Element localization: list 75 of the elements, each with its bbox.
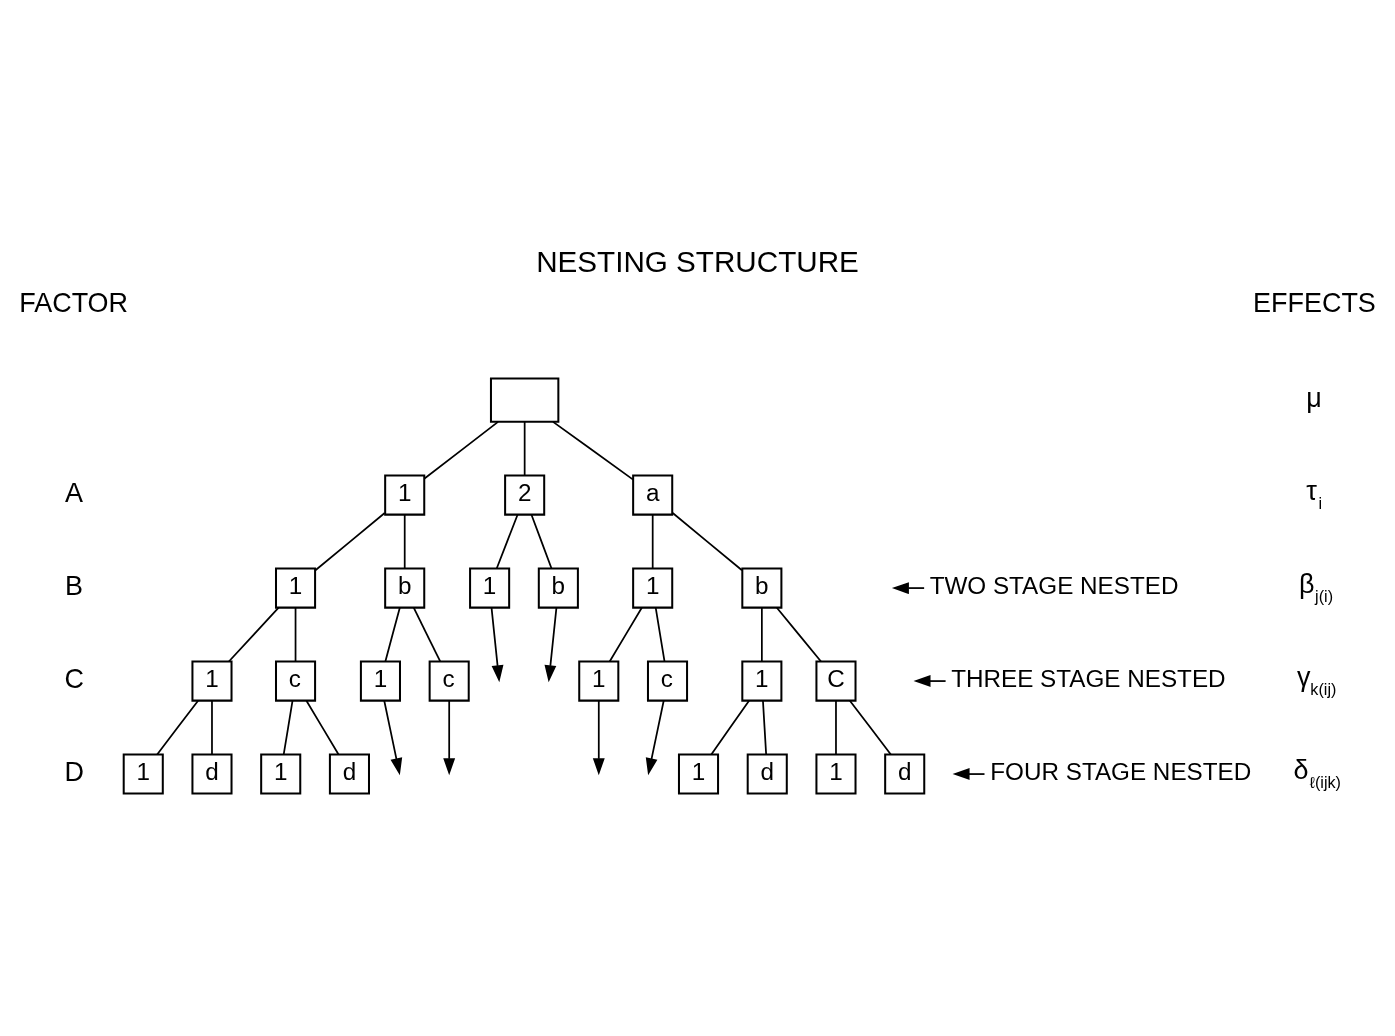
arrow [383, 699, 403, 776]
connector [608, 606, 643, 663]
connector [156, 699, 199, 756]
connector [211, 699, 213, 756]
node-box: c [428, 660, 470, 702]
connector [384, 606, 401, 663]
arrow [913, 675, 947, 688]
connector [423, 421, 499, 480]
node-box: d [191, 753, 233, 795]
connector [228, 606, 280, 663]
node-box: 1 [384, 474, 426, 516]
node-box: 1 [677, 753, 720, 795]
node-box: d [884, 753, 926, 795]
diagram-title: NESTING STRUCTURE [536, 244, 859, 278]
node-box: 1 [469, 567, 511, 609]
connector [412, 606, 442, 663]
node-box: 1 [275, 567, 317, 609]
node-box [489, 377, 560, 423]
arrow [443, 699, 456, 776]
connector [849, 699, 892, 756]
node-box: b [537, 567, 579, 609]
connector [762, 699, 768, 756]
node-box: d [746, 753, 788, 795]
label: τ$_{i}$ [1306, 476, 1323, 513]
connector [282, 699, 294, 756]
connector [775, 606, 822, 663]
arrow [891, 582, 925, 595]
node-box: c [646, 660, 689, 702]
node-box: b [741, 567, 783, 609]
label: A [65, 477, 84, 508]
connector [523, 421, 526, 477]
arrow [645, 699, 665, 776]
node-box: 1 [741, 660, 783, 702]
label: γ$_{k(ij)}$ [1296, 662, 1337, 699]
node-box: 2 [504, 474, 546, 516]
node-box: a [632, 474, 674, 516]
connector [760, 606, 763, 663]
connector [654, 606, 666, 663]
label: D [64, 756, 84, 787]
arrow [952, 768, 986, 780]
node-box: 1 [815, 753, 857, 795]
label: B [65, 570, 84, 601]
node-box: 1 [122, 753, 164, 795]
node-box: d [328, 753, 370, 795]
label: β$_{j(i)}$ [1298, 569, 1334, 606]
label: C [64, 663, 84, 694]
connector [530, 513, 553, 570]
connector [552, 421, 634, 481]
node-box: 1 [191, 660, 233, 702]
arrow [544, 606, 558, 683]
connector [294, 606, 297, 663]
arrow [490, 606, 504, 683]
label: EFFECTS [1253, 287, 1376, 318]
arrow [592, 699, 605, 776]
node-text: FOUR STAGE NESTED [990, 758, 1252, 785]
node-text: THREE STAGE NESTED [951, 665, 1226, 692]
node-box: 1 [632, 567, 674, 609]
connector [671, 512, 743, 572]
node-box: 1 [578, 660, 620, 702]
label: FACTOR [19, 287, 129, 318]
connector [651, 513, 654, 570]
node-box: 1 [260, 753, 302, 795]
label: δ$_{ℓ(ijk)}$ [1293, 755, 1341, 792]
connector [835, 699, 837, 756]
connector [305, 699, 340, 756]
node-box: C [815, 660, 857, 702]
connector [710, 699, 750, 756]
node-box: b [384, 567, 426, 609]
connector [314, 512, 386, 572]
node-text: TWO STAGE NESTED [929, 572, 1179, 600]
node-box: 1 [359, 660, 401, 702]
connector [495, 513, 519, 570]
node-box: c [275, 660, 317, 702]
label: μ [1306, 382, 1322, 413]
connector [403, 513, 406, 570]
